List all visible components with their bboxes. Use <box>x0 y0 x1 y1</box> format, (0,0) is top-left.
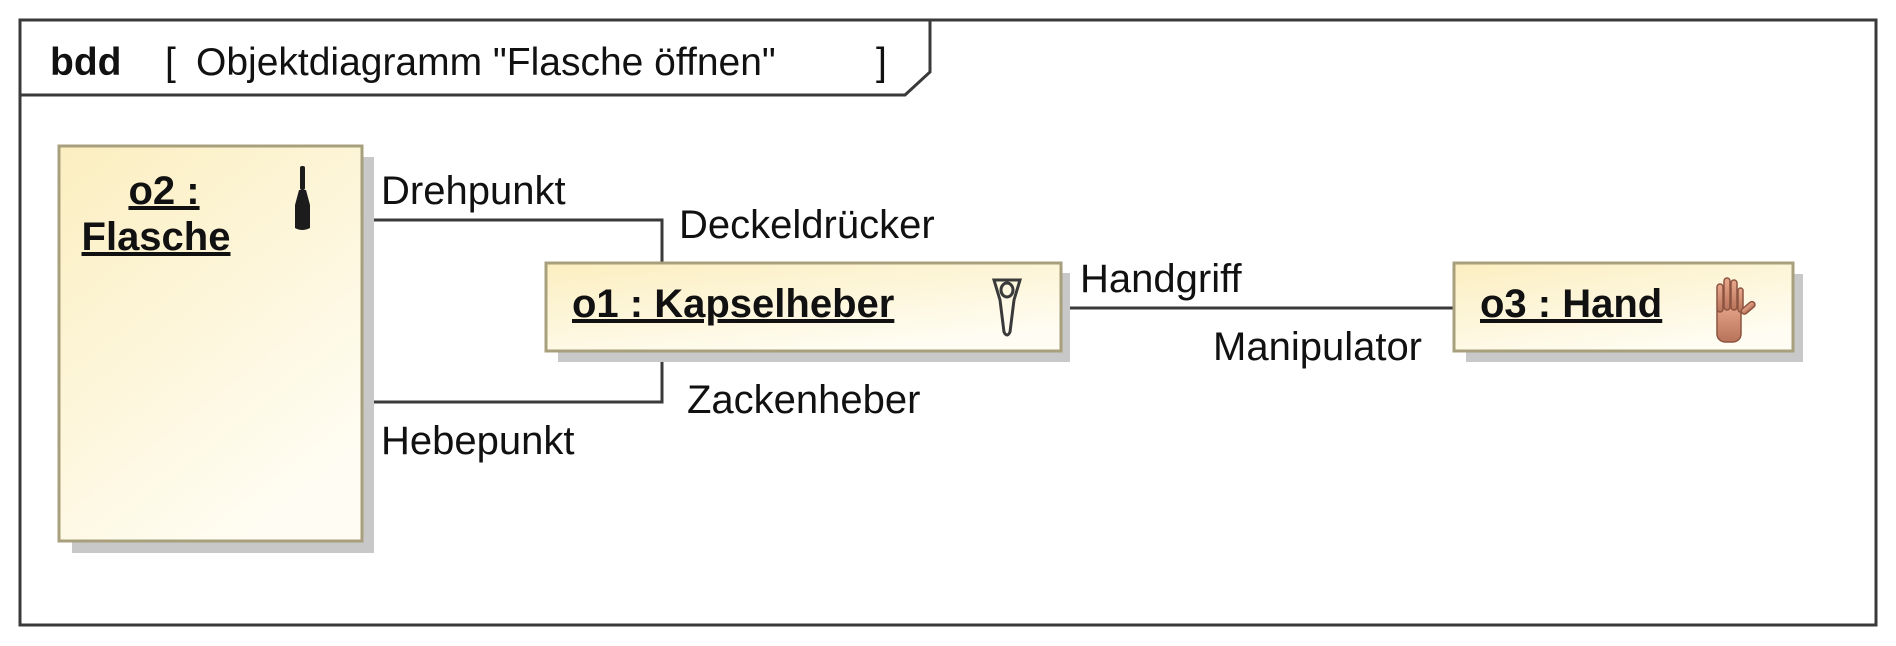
bottle-opener-icon <box>991 278 1023 337</box>
role-deckeldruecker: Deckeldrücker <box>679 203 935 247</box>
role-zackenheber: Zackenheber <box>687 378 920 422</box>
role-handgriff: Handgriff <box>1080 257 1242 301</box>
link-drehpunkt[interactable] <box>362 218 664 263</box>
object-o3-hand[interactable]: o3 : Hand <box>1452 261 1803 362</box>
object-o2-flasche[interactable]: o2 : Flasche <box>57 144 374 553</box>
role-manipulator: Manipulator <box>1213 325 1422 369</box>
object-o2-name-line1: o2 : <box>128 169 199 213</box>
frame-header: bdd [ Objektdiagramm "Flasche öffnen" ] <box>50 41 887 84</box>
bottle-icon <box>295 166 310 230</box>
frame-title: Objektdiagramm "Flasche öffnen" <box>196 41 776 84</box>
frame-close-bracket: ] <box>876 41 887 84</box>
object-o1-name: o1 : Kapselheber <box>572 282 894 326</box>
object-o3-name: o3 : Hand <box>1480 282 1662 326</box>
frame-kind: bdd <box>50 41 121 84</box>
links <box>362 218 1454 404</box>
role-drehpunkt: Drehpunkt <box>381 169 566 213</box>
object-o1-kapselheber[interactable]: o1 : Kapselheber <box>544 261 1070 362</box>
hand-icon <box>1716 277 1756 343</box>
frame-open-bracket: [ <box>165 41 176 84</box>
role-hebepunkt: Hebepunkt <box>381 419 574 463</box>
link-hebepunkt[interactable] <box>362 351 664 404</box>
object-o2-name-line2: Flasche <box>82 215 231 259</box>
